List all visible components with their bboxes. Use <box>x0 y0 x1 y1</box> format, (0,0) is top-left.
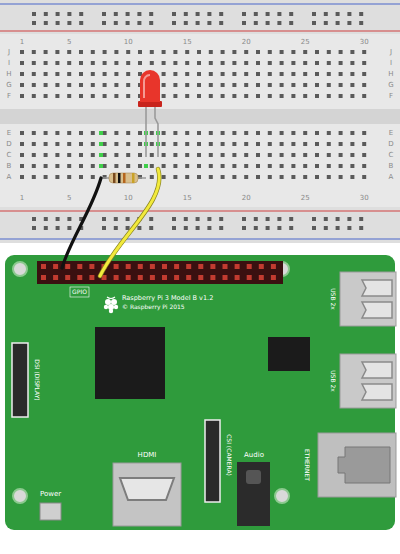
column-number: 25 <box>301 39 310 46</box>
row-letter: E <box>7 130 11 137</box>
copyright-note: © Raspberry Pi 2015 <box>122 304 185 310</box>
column-number: 1 <box>20 195 24 202</box>
row-letter: A <box>7 174 12 181</box>
port-label: HDMI <box>138 452 157 459</box>
column-number: 10 <box>124 39 133 46</box>
column-number: 5 <box>67 39 71 46</box>
csi-connector <box>205 420 220 502</box>
audio-jack <box>237 462 270 526</box>
row-letter: I <box>8 60 10 67</box>
ethernet-port <box>318 433 396 497</box>
raspberry-logo <box>104 297 118 313</box>
row-letter: J <box>8 49 10 56</box>
column-number: 20 <box>242 195 251 202</box>
hdmi-port <box>113 463 181 526</box>
breadboard <box>0 0 400 243</box>
gpio-pins <box>41 264 276 280</box>
center-channel <box>0 109 400 124</box>
port-label: DSI (DISPLAY) <box>34 359 40 400</box>
row-letter: G <box>388 82 393 89</box>
row-letter: B <box>389 163 394 170</box>
port-label: Power <box>40 491 61 498</box>
column-number: 25 <box>301 195 310 202</box>
column-number: 30 <box>360 39 369 46</box>
rail-line <box>0 210 400 211</box>
rail-line <box>0 238 400 239</box>
port-label: USB 2x <box>330 370 336 392</box>
rail-line <box>0 3 400 4</box>
power-rail <box>0 207 400 243</box>
port-label: CSI (CAMERA) <box>226 434 232 476</box>
row-letter: C <box>389 152 394 159</box>
led <box>138 70 162 157</box>
column-number: 30 <box>360 195 369 202</box>
row-letter: F <box>389 93 393 100</box>
rail-line <box>0 30 400 31</box>
row-letter: E <box>389 130 393 137</box>
row-letter: D <box>6 141 11 148</box>
ground-wire <box>62 178 101 268</box>
breadboard-holes <box>20 12 366 230</box>
column-number: 15 <box>183 195 192 202</box>
dsi-connector <box>12 343 28 417</box>
raspberry-pi-board <box>5 255 395 530</box>
power-port <box>40 503 61 520</box>
row-letter: D <box>388 141 393 148</box>
row-letter: G <box>6 82 11 89</box>
column-number: 15 <box>183 39 192 46</box>
row-letter: C <box>7 152 12 159</box>
column-number: 10 <box>124 195 133 202</box>
column-number: 5 <box>67 195 71 202</box>
usb-port <box>340 272 396 326</box>
port-label: USB 2x <box>330 288 336 310</box>
gpio-label-box <box>70 287 89 297</box>
column-number: 20 <box>242 39 251 46</box>
power-rail <box>0 0 400 34</box>
row-letter: I <box>390 60 392 67</box>
port-label: ETHERNET <box>304 449 310 481</box>
soc-chip <box>95 327 165 399</box>
port-label: Audio <box>244 452 264 459</box>
connected-holes <box>99 131 160 168</box>
row-letter: J <box>390 49 392 56</box>
signal-wire-outline <box>100 169 159 276</box>
row-letter: H <box>388 71 393 78</box>
board-name: Raspberry Pi 3 Model B v1.2 <box>122 295 213 302</box>
gpio-header <box>37 261 283 284</box>
row-letter: A <box>389 174 394 181</box>
lan-chip <box>268 337 310 371</box>
signal-wire <box>100 169 159 276</box>
resistor-symbol <box>101 173 146 183</box>
row-letter: F <box>7 93 11 100</box>
header-label: GPIO <box>72 289 87 295</box>
column-number: 1 <box>20 39 24 46</box>
usb-port <box>340 354 396 408</box>
row-letter: B <box>7 163 12 170</box>
row-letter: H <box>6 71 11 78</box>
